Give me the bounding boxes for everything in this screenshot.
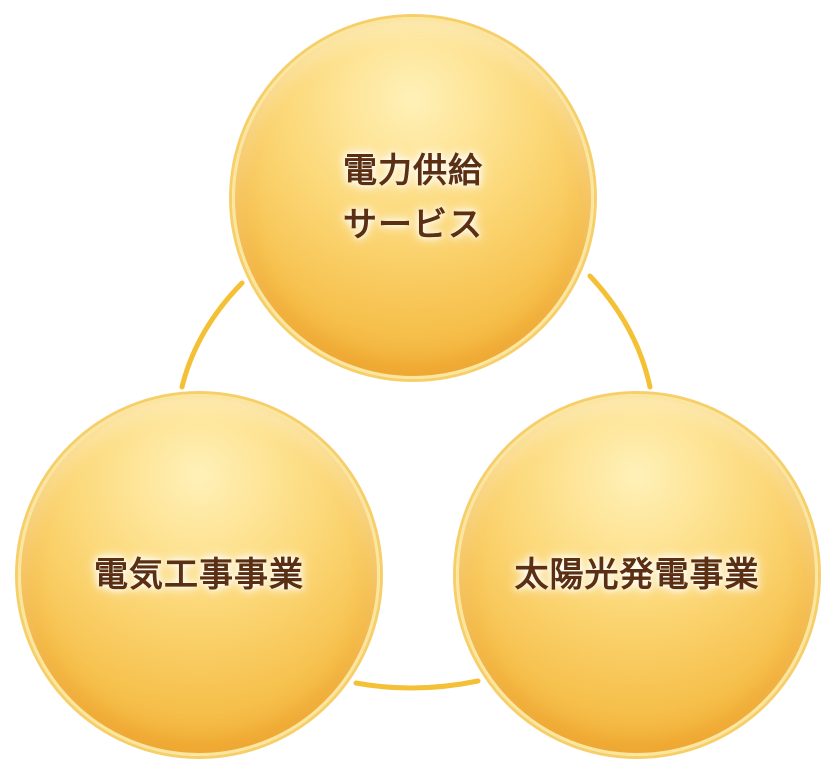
node-label-line: サービス bbox=[343, 205, 483, 245]
node-label-line: 電力供給 bbox=[343, 150, 483, 191]
node-label: 電気工事事業 bbox=[94, 548, 304, 602]
node-solar-power-business: 太陽光発電事業 bbox=[456, 394, 818, 756]
node-label: 電力供給 サービス bbox=[343, 144, 483, 253]
connector-arc-top-left bbox=[179, 280, 245, 390]
node-label-line: 太陽光発電事業 bbox=[514, 554, 760, 595]
connector-arc-bottom bbox=[353, 678, 481, 691]
node-power-supply-service: 電力供給 サービス bbox=[232, 17, 594, 379]
connector-arc-top-right bbox=[587, 273, 653, 390]
node-label: 太陽光発電事業 bbox=[515, 548, 760, 602]
node-electrical-construction: 電気工事事業 bbox=[18, 394, 380, 756]
node-label-line: 電気工事事業 bbox=[94, 554, 304, 595]
